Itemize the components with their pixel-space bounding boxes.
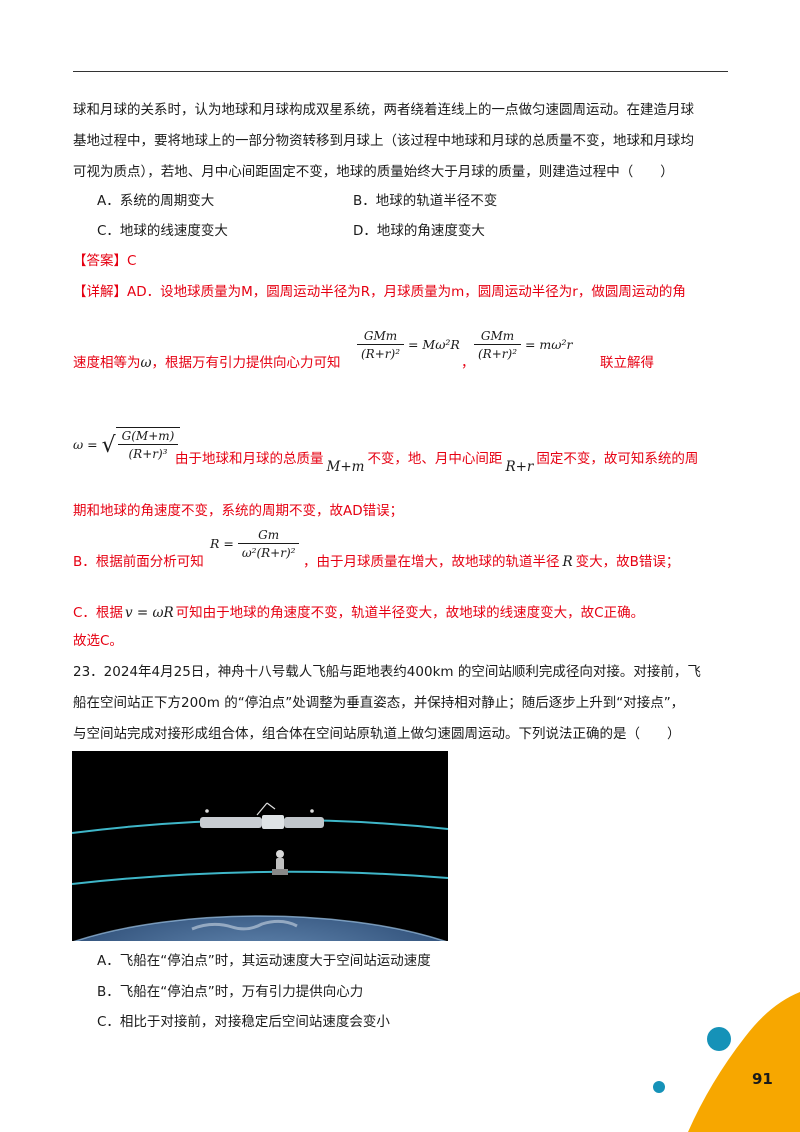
docking-illustration	[72, 751, 448, 941]
eq3-denominator: (R+r)³	[128, 447, 168, 461]
q23-option-c: C．相比于对接前，对接稳定后空间站速度会变小	[97, 1014, 390, 1030]
velocity-equation: v = ωR	[124, 605, 174, 621]
detail-text: 由于地球和月球的总质量	[175, 451, 324, 467]
eq2-denominator: (R+r)²	[478, 347, 517, 361]
q22-answer: 【答案】C	[73, 253, 137, 269]
eq4-denominator: ω²(R+r)²	[241, 546, 296, 560]
eq1-numerator: GMm	[357, 328, 404, 345]
detail-text: 不变，地、月中心间距	[367, 451, 503, 467]
omega-symbol: ω	[140, 355, 152, 371]
equation-3: ω = √G(M+m)(R+r)³	[73, 427, 181, 463]
q22-option-b: B．地球的轨道半径不变	[353, 193, 498, 209]
eq3-numerator: G(M+m)	[117, 428, 179, 445]
q22-detail-line-4: 期和地球的角速度不变，系统的周期不变，故AD错误；	[73, 503, 404, 519]
detail-text: ，由于月球质量在增大，故地球的轨道半径	[303, 554, 560, 570]
eq4-numerator: Gm	[237, 527, 300, 544]
header-rule	[73, 71, 728, 72]
q22-detail-line-2-prefix: 速度相等为ω，根据万有引力提供向心力可知	[73, 353, 341, 373]
equation-1: GMm (R+r)² = Mω²R	[357, 328, 460, 363]
q22-detail-line-2-suffix: 联立解得	[600, 355, 654, 371]
distance-symbol: R+r	[505, 459, 534, 475]
page-number: 91	[752, 1070, 773, 1088]
teal-dot-small	[653, 1081, 665, 1093]
q22-option-c: C．地球的线速度变大	[97, 223, 228, 239]
q22-conclusion: 故选C。	[73, 633, 123, 649]
q22-stem-line-1: 球和月球的关系时，认为地球和月球构成双星系统，两者绕着连线上的一点做匀速圆周运动…	[73, 102, 694, 118]
page-corner-decoration	[653, 992, 800, 1132]
eq2-numerator: GMm	[474, 328, 521, 345]
total-mass-symbol: M+m	[326, 459, 365, 475]
equation-4: R = Gm ω²(R+r)²	[210, 527, 300, 562]
q22-stem-line-2: 基地过程中，要将地球上的一部分物资转移到月球上（该过程中地球和月球的总质量不变，…	[73, 133, 694, 149]
q23-stem-line-2: 船在空间站正下方200m 的“停泊点”处调整为垂直姿态，并保持相对静止；随后逐步…	[73, 695, 685, 711]
teal-dot-large	[707, 1027, 731, 1051]
equation-separator: ，	[461, 355, 475, 371]
space-station	[200, 802, 324, 829]
eq4-lhs: R =	[210, 536, 234, 551]
detail-text: ，根据万有引力提供向心力可知	[151, 355, 341, 371]
orange-corner-shape	[688, 992, 800, 1132]
q22-detail-line-1: 【详解】AD．设地球质量为M，圆周运动半径为R，月球质量为m，圆周运动半径为r，…	[73, 284, 686, 300]
detail-text: 可知由于地球的角速度不变，轨道半径变大，故地球的线速度变大，故C正确。	[175, 605, 645, 621]
q23-option-b: B．飞船在“停泊点”时，万有引力提供向心力	[97, 984, 364, 1000]
detail-text: 变大，故B错误；	[575, 554, 680, 570]
q22-stem-line-3: 可视为质点），若地、月中心间距固定不变，地球的质量始终大于月球的质量，则建造过程…	[73, 164, 674, 180]
q23-stem-line-3: 与空间站完成对接形成组合体，组合体在空间站原轨道上做匀速圆周运动。下列说法正确的…	[73, 726, 681, 742]
detail-text: C．根据	[73, 605, 123, 621]
eq2-rhs: = mω²r	[524, 337, 573, 352]
eq3-lhs: ω =	[73, 437, 98, 452]
earth	[75, 916, 445, 941]
detail-text: 固定不变，故可知系统的周	[536, 451, 699, 467]
radius-symbol: R	[562, 554, 573, 570]
eq1-rhs: = Mω²R	[407, 337, 460, 352]
equation-2: GMm (R+r)² = mω²r	[474, 328, 572, 363]
q22-option-a: A．系统的周期变大	[97, 193, 215, 209]
detail-text: 速度相等为	[73, 355, 141, 371]
q22-option-d: D．地球的角速度变大	[353, 223, 485, 239]
q23-option-a: A．飞船在“停泊点”时，其运动速度大于空间站运动速度	[97, 953, 431, 969]
eq1-denominator: (R+r)²	[361, 347, 400, 361]
q22-b-analysis-prefix: B．根据前面分析可知	[73, 554, 204, 570]
parking-orbit	[72, 870, 448, 885]
q23-stem-line-1: 23．2024年4月25日，神舟十八号载人飞船与距地表约400km 的空间站顺利…	[73, 664, 701, 680]
space-station-docking-image	[72, 751, 448, 941]
shenzhou-spacecraft	[272, 850, 288, 875]
